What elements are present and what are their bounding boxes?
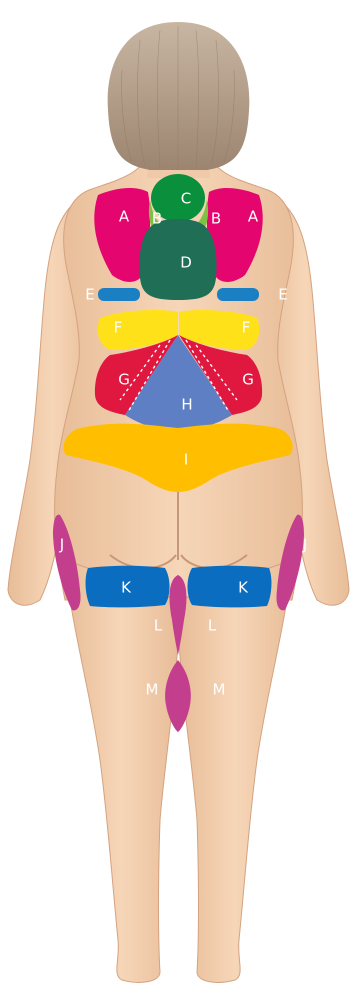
zone-k-right (187, 566, 271, 608)
label-f-right: F (242, 319, 251, 337)
label-k-left: K (121, 579, 132, 597)
label-c: C (181, 190, 191, 208)
label-g-left: G (118, 371, 130, 389)
right-leg (179, 560, 292, 982)
label-j-left: J (59, 536, 64, 554)
label-b-left: B (152, 210, 162, 228)
label-a-left: A (119, 208, 130, 226)
label-h: H (181, 396, 192, 414)
zone-d (139, 219, 216, 300)
zone-e-left (98, 288, 140, 301)
zone-e-right (217, 288, 259, 301)
label-j-right: J (302, 536, 307, 554)
label-f-left: F (114, 319, 123, 337)
label-m-right: M (213, 681, 226, 699)
label-i: I (184, 451, 188, 469)
label-e-left: E (85, 286, 94, 304)
label-b-right: B (211, 210, 221, 228)
label-l-right: L (208, 617, 217, 635)
label-l-left: L (154, 617, 163, 635)
label-e-right: E (278, 286, 287, 304)
label-a-right: A (248, 208, 259, 226)
label-m-left: M (146, 681, 159, 699)
label-d: D (180, 254, 192, 272)
label-g-right: G (242, 371, 254, 389)
label-k-right: K (238, 579, 249, 597)
